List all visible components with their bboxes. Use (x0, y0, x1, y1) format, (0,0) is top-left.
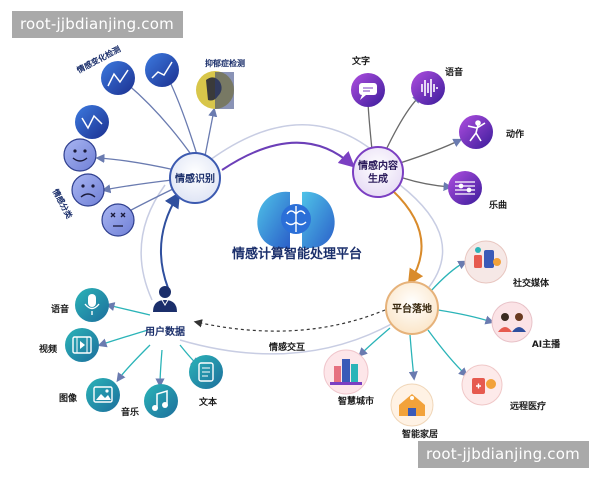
spokes (95, 69, 495, 388)
head-silhouette-left-icon (257, 191, 290, 248)
arc-right-outer-gray (399, 184, 444, 293)
classification-label: 情感分类 (50, 186, 74, 220)
change-detection-node-2[interactable] (145, 53, 179, 87)
interaction-loop-label: 情感交互 (268, 341, 305, 353)
depression-detection-node[interactable] (196, 71, 234, 109)
deploy-social-node[interactable] (464, 240, 508, 284)
film-strip-icon (72, 336, 92, 354)
deploy-telemedicine-label: 远程医疗 (510, 400, 546, 412)
classification-node-happy[interactable] (63, 138, 97, 172)
input-text-node[interactable] (189, 355, 223, 389)
classification-node-sad[interactable] (71, 173, 105, 207)
depression-detection-label: 抑郁症检测 (205, 58, 245, 68)
arc-top-outer-gray (209, 124, 373, 161)
music-sheet-icon (455, 181, 475, 195)
hub-deployment-label: 平台落地 (392, 302, 432, 315)
change-detection-node-3[interactable] (75, 105, 109, 139)
arc-user-to-recognition (159, 191, 181, 289)
hub-generation-label-line1: 情感内容 (358, 159, 398, 172)
input-image-node[interactable] (86, 378, 120, 412)
arc-bottom-outer-gray (179, 321, 396, 355)
gen-text-label: 文字 (351, 55, 370, 67)
gen-motion-label: 动作 (506, 128, 524, 140)
gen-music-node[interactable] (448, 171, 482, 205)
input-text-label: 文本 (198, 396, 218, 408)
input-voice-node[interactable] (75, 288, 109, 322)
gen-motion-node[interactable] (459, 115, 493, 149)
gen-text-node[interactable] (351, 73, 385, 107)
gen-voice-label: 语音 (445, 66, 463, 78)
hub-user-data-label: 用户数据 (144, 325, 185, 338)
social-media-icon (474, 247, 501, 268)
input-voice-label: 语音 (51, 303, 69, 315)
smart-home-icon (399, 394, 425, 416)
deploy-anchor-label: AI主播 (532, 338, 561, 350)
watermark-bottom: root-jjbdianjing.com (418, 441, 589, 468)
classification-node-dizzy[interactable] (101, 203, 135, 237)
deploy-smartcity-node[interactable] (323, 349, 369, 395)
microphone-icon (84, 294, 100, 315)
input-image-label: 图像 (59, 392, 78, 404)
hub-generation[interactable]: 情感内容 生成 (352, 146, 404, 198)
trend-line-icon (151, 61, 173, 79)
input-video-node[interactable] (65, 328, 99, 362)
gen-music-label: 乐曲 (489, 199, 507, 211)
music-note-icon (152, 389, 168, 411)
telemedicine-icon (472, 378, 496, 394)
arc-generation-to-deployment (391, 189, 424, 286)
change-detection-node-1[interactable] (101, 61, 135, 95)
happy-face-icon (72, 149, 88, 162)
deploy-smarthome-label: 智能家居 (402, 428, 438, 440)
hub-deployment[interactable]: 平台落地 (385, 281, 439, 335)
deploy-smarthome-node[interactable] (390, 383, 434, 427)
watermark-top: root-jjbdianjing.com (12, 11, 183, 38)
input-music-node[interactable] (144, 384, 178, 418)
hub-recognition-label: 情感识别 (175, 172, 215, 185)
center-logo (257, 191, 335, 248)
sad-face-icon (80, 184, 96, 198)
smart-city-icon (330, 359, 362, 385)
input-music-label: 音乐 (121, 406, 139, 418)
deploy-smartcity-label: 智慧城市 (338, 395, 374, 407)
hub-user-data[interactable]: 用户数据 (144, 286, 185, 338)
dizzy-face-icon (110, 212, 126, 227)
deploy-telemedicine-node[interactable] (461, 364, 503, 406)
gen-voice-node[interactable] (411, 71, 445, 105)
sound-wave-icon (421, 79, 438, 97)
dancer-icon (467, 120, 486, 142)
wave-icon (81, 114, 103, 130)
deploy-anchor-node[interactable] (491, 301, 533, 343)
arc-interaction-dashed (193, 309, 386, 332)
curve-icon (107, 69, 129, 87)
chat-bubble-icon (359, 83, 377, 100)
center-title: 情感计算智能处理平台 (232, 246, 362, 262)
scroll-document-icon (198, 362, 214, 382)
head-silhouette-right-icon (302, 191, 335, 248)
main-flow-arcs (140, 124, 444, 355)
input-video-label: 视频 (39, 343, 57, 355)
news-anchors-icon (498, 313, 526, 332)
user-person-icon (153, 286, 177, 312)
arc-recognition-to-generation (221, 141, 355, 171)
hub-generation-label-line2: 生成 (368, 172, 388, 185)
deploy-social-label: 社交媒体 (512, 277, 550, 289)
hub-recognition[interactable]: 情感识别 (169, 152, 221, 204)
picture-icon (93, 386, 113, 403)
